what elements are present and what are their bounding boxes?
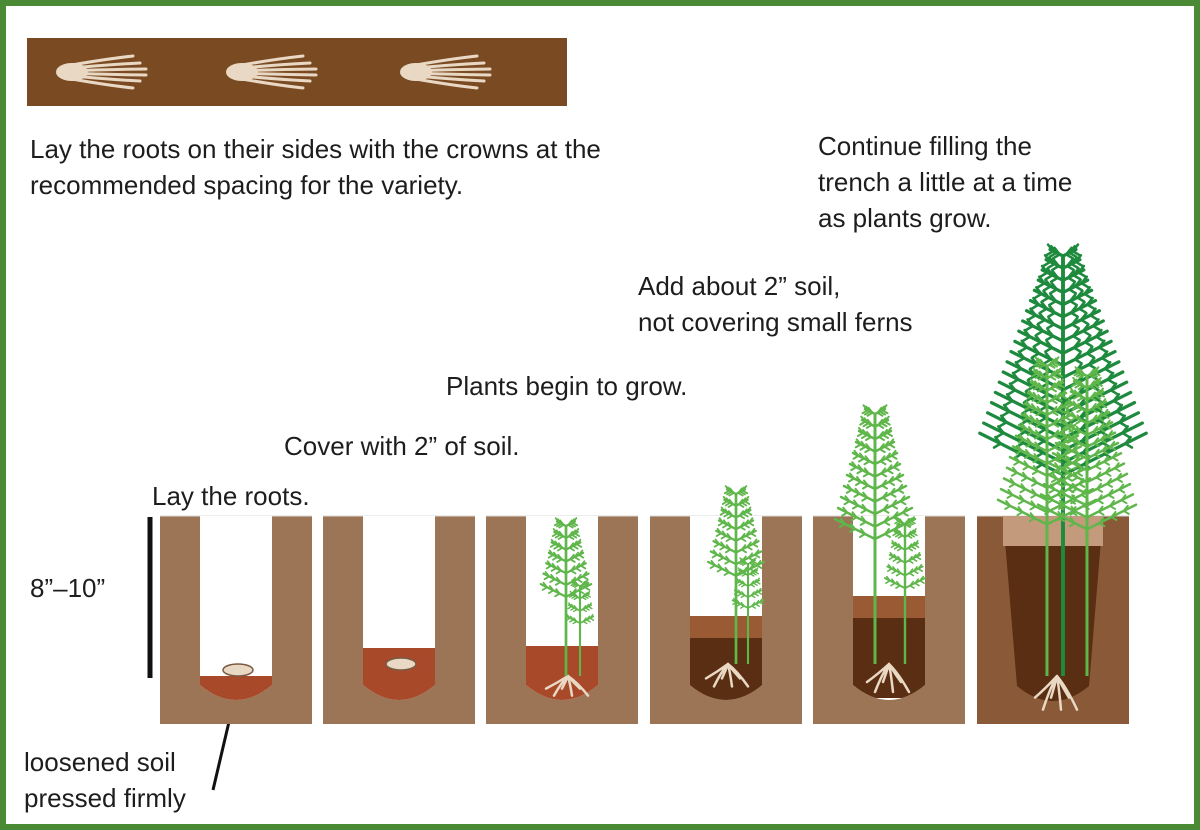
trench-panel-4 — [650, 485, 802, 724]
crown-root-icon — [226, 54, 318, 90]
crown-root-icon — [56, 54, 148, 90]
trench-panel-5 — [813, 404, 965, 724]
step-5-label: Continue filling the trench a little at … — [818, 131, 1073, 233]
depth-label: 8”–10” — [30, 573, 106, 603]
planting-illustration — [27, 38, 1148, 791]
trench-panel-2 — [323, 515, 475, 724]
step-3-label: Plants begin to grow. — [446, 371, 688, 401]
trench-panel-6 — [977, 243, 1148, 724]
caption-lay-roots-sideways: Lay the roots on their sides with the cr… — [30, 134, 601, 200]
trench-panel-3 — [486, 515, 638, 724]
crown-spacing-strip — [27, 38, 567, 106]
crown-root-icon — [400, 54, 492, 90]
step-1-label: Lay the roots. — [152, 481, 310, 511]
soil-note: loosened soil pressed firmly — [24, 747, 186, 813]
step-2-label: Cover with 2” of soil. — [284, 431, 520, 461]
step-4-label: Add about 2” soil, not covering small fe… — [638, 271, 913, 337]
trench-panel-1 — [160, 515, 312, 724]
